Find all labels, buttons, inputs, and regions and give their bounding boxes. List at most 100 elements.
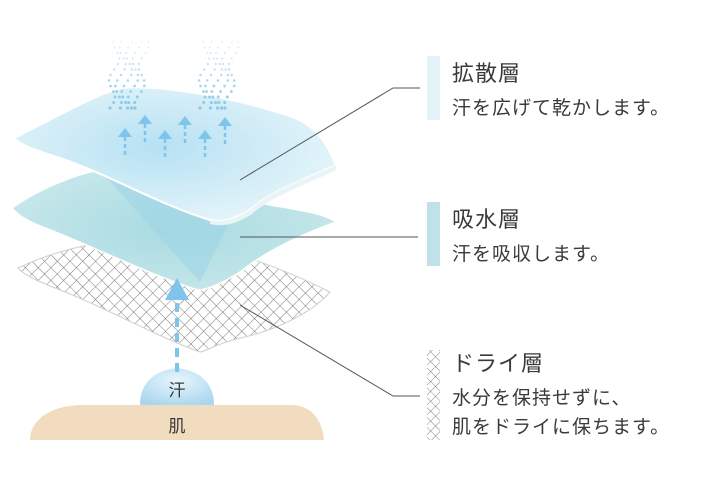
vapor-dot — [137, 62, 141, 66]
vapor-dot — [123, 68, 126, 71]
vapor-dot — [142, 84, 146, 88]
vapor-dot — [210, 90, 214, 93]
vapor-dot — [140, 57, 143, 60]
vapor-dot — [127, 100, 131, 105]
vapor-dot — [212, 84, 216, 88]
vapor-dot — [221, 57, 224, 60]
vapor-dot — [213, 68, 216, 71]
vapor-dot — [118, 57, 121, 60]
vapor-dot — [131, 57, 134, 60]
vapor-dot — [218, 62, 221, 66]
vapor-dot — [227, 68, 231, 71]
vapor-dot — [221, 41, 223, 43]
vapor-dot — [231, 41, 233, 43]
vapor-dot — [226, 79, 230, 82]
dry-bar — [427, 350, 440, 440]
vapor-dot — [199, 84, 202, 88]
vapor-dot — [133, 84, 136, 88]
vapor-dot — [116, 52, 119, 54]
vapor-dot — [209, 73, 213, 77]
vapor-dot — [133, 106, 137, 110]
vapor-dot — [118, 46, 121, 49]
vapor-dot — [223, 84, 226, 88]
vapor-dot — [211, 95, 215, 99]
vapor-dot — [144, 52, 147, 54]
vapor-dot — [208, 106, 212, 110]
vapor-dot — [219, 73, 223, 77]
vapor-dot — [216, 79, 220, 82]
vapor-dot — [128, 62, 131, 66]
vapor-dot — [230, 57, 233, 60]
vapor-dot — [220, 106, 224, 110]
absorb-title: 吸水層 — [452, 208, 522, 233]
vapor-dot — [206, 52, 209, 54]
vapor-dot — [206, 62, 210, 66]
vapor-dot — [112, 100, 116, 105]
vapor-dot — [204, 84, 207, 88]
vapor-dot — [126, 106, 130, 110]
vapor-dot — [135, 95, 139, 99]
vapor-dot — [131, 62, 135, 66]
vapor-dot — [226, 73, 230, 77]
vapor-dot — [122, 84, 126, 88]
diffusion-layer — [12, 86, 338, 226]
vapor-dot — [107, 79, 111, 82]
vapor-dot — [202, 90, 205, 93]
vapor-dot — [203, 68, 206, 71]
vapor-dot — [214, 100, 218, 105]
vapor-dot — [141, 41, 143, 43]
vapor-dot — [227, 62, 231, 66]
vapor-dot — [136, 79, 140, 82]
vapor-dot — [142, 79, 146, 82]
vapor-dot — [197, 79, 201, 82]
vapor-dot — [113, 46, 116, 49]
skin-label: 肌 — [168, 417, 186, 437]
vapor-dot — [215, 52, 217, 54]
diffusion-desc-line: 汗を広げて乾かします。 — [452, 97, 671, 119]
vapor-dot — [124, 62, 127, 66]
vapor-dot — [115, 90, 119, 93]
vapor-dot — [232, 84, 236, 88]
vapor-dot — [126, 79, 130, 82]
vapor-dot — [223, 52, 226, 54]
diffusion-desc: 汗を広げて乾かします。 — [452, 94, 670, 123]
dry-title: ドライ層 — [452, 352, 545, 377]
vapor-dot — [202, 100, 206, 105]
vapor-dot — [199, 73, 202, 77]
vapor-dot — [223, 106, 227, 110]
vapor-dot — [130, 68, 133, 71]
vapor-dot — [136, 73, 140, 77]
vapor-dot — [119, 52, 122, 54]
vapor-dot — [131, 41, 133, 43]
vapor-dot — [237, 41, 240, 43]
vapor-dot — [214, 62, 217, 66]
vapor-dot — [205, 90, 209, 93]
vapor-dot — [147, 41, 150, 43]
vapor-dot — [219, 90, 223, 93]
vapor-dot — [220, 68, 223, 71]
vapor-dot — [230, 73, 233, 77]
vapor-dot — [216, 106, 220, 110]
dry-desc-line-2: 肌をドライに保ちます。 — [452, 416, 671, 438]
vapor-dot — [122, 57, 125, 60]
vapor-dot — [134, 68, 137, 71]
vapor-dot — [112, 90, 115, 93]
evaporation-arrows — [118, 115, 232, 160]
vapor-dot — [133, 100, 137, 105]
leader-lines — [239, 87, 420, 397]
absorb-bar — [427, 202, 440, 266]
vapor-dot — [210, 41, 213, 43]
vapor-dot — [217, 100, 221, 105]
vapor-dot — [198, 106, 202, 110]
vapor-dot — [203, 46, 206, 49]
vapor-dot — [118, 95, 121, 99]
vapor-dot — [113, 68, 116, 71]
sweat-label: 汗 — [168, 381, 186, 401]
vapor-dot — [139, 90, 143, 93]
vapor-dot — [227, 46, 230, 49]
vapor-dot — [217, 46, 220, 49]
vapor-dot — [124, 100, 128, 105]
vapor-dot — [114, 84, 117, 88]
vapor-dot — [119, 73, 123, 77]
